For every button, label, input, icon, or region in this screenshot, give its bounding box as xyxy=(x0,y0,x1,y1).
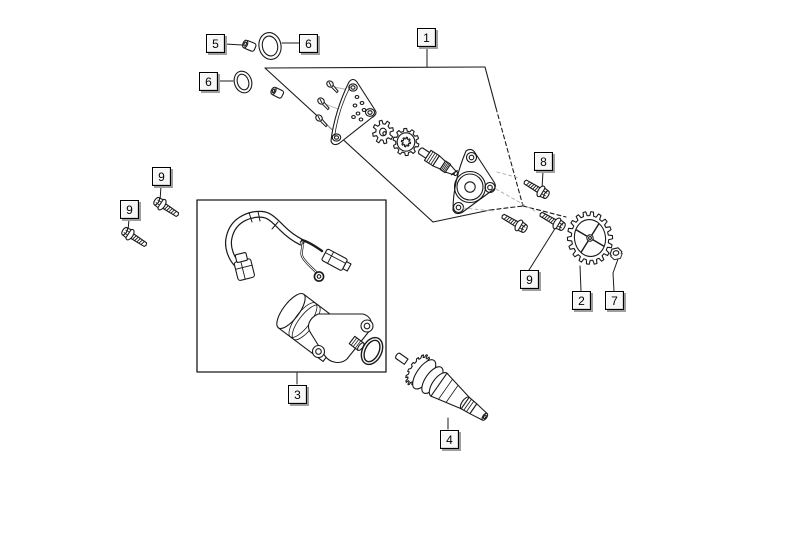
bolt-8 xyxy=(520,175,552,202)
leader-lines xyxy=(127,42,619,430)
star-washer xyxy=(372,119,394,145)
group-1-outline xyxy=(264,66,567,223)
part-2-sprocket xyxy=(566,211,614,265)
bolt-9-left-upper xyxy=(151,194,182,221)
callout-3[interactable]: 3 xyxy=(288,385,307,404)
bolt-9-right xyxy=(536,208,568,234)
part-5-plug xyxy=(242,39,257,52)
part-7-nut xyxy=(609,247,623,261)
callout-6-top[interactable]: 6 xyxy=(299,34,318,53)
drive-shaft xyxy=(417,147,459,177)
callout-7[interactable]: 7 xyxy=(605,291,624,310)
part-3-group xyxy=(196,199,387,373)
callout-9-left-upper[interactable]: 9 xyxy=(152,167,171,186)
callout-4[interactable]: 4 xyxy=(440,430,459,449)
idler-gear xyxy=(392,127,420,157)
callout-5[interactable]: 5 xyxy=(206,34,225,53)
callout-6-left[interactable]: 6 xyxy=(199,72,218,91)
bolt-9-left-lower xyxy=(119,224,150,251)
part-6-oring-large xyxy=(258,32,282,60)
screw-icon xyxy=(324,79,341,94)
callout-8[interactable]: 8 xyxy=(534,152,553,171)
callout-9-left-lower[interactable]: 9 xyxy=(120,200,139,219)
bracket-plate xyxy=(330,78,377,146)
screw-icon xyxy=(315,96,332,111)
part-4-starter-drive xyxy=(395,352,489,421)
motor-cable xyxy=(225,210,352,282)
part-6-oring-small xyxy=(233,70,253,94)
bolt-center xyxy=(498,210,530,236)
bolt-guide-lines xyxy=(462,171,536,212)
inner-plug xyxy=(270,86,285,99)
part-1-assembly xyxy=(270,78,536,215)
callout-2[interactable]: 2 xyxy=(572,291,591,310)
screw-icon xyxy=(313,113,330,128)
callout-9-right[interactable]: 9 xyxy=(520,270,539,289)
callout-1[interactable]: 1 xyxy=(417,28,436,47)
starter-motor-body xyxy=(276,293,384,366)
crankcase-cover xyxy=(452,148,496,215)
